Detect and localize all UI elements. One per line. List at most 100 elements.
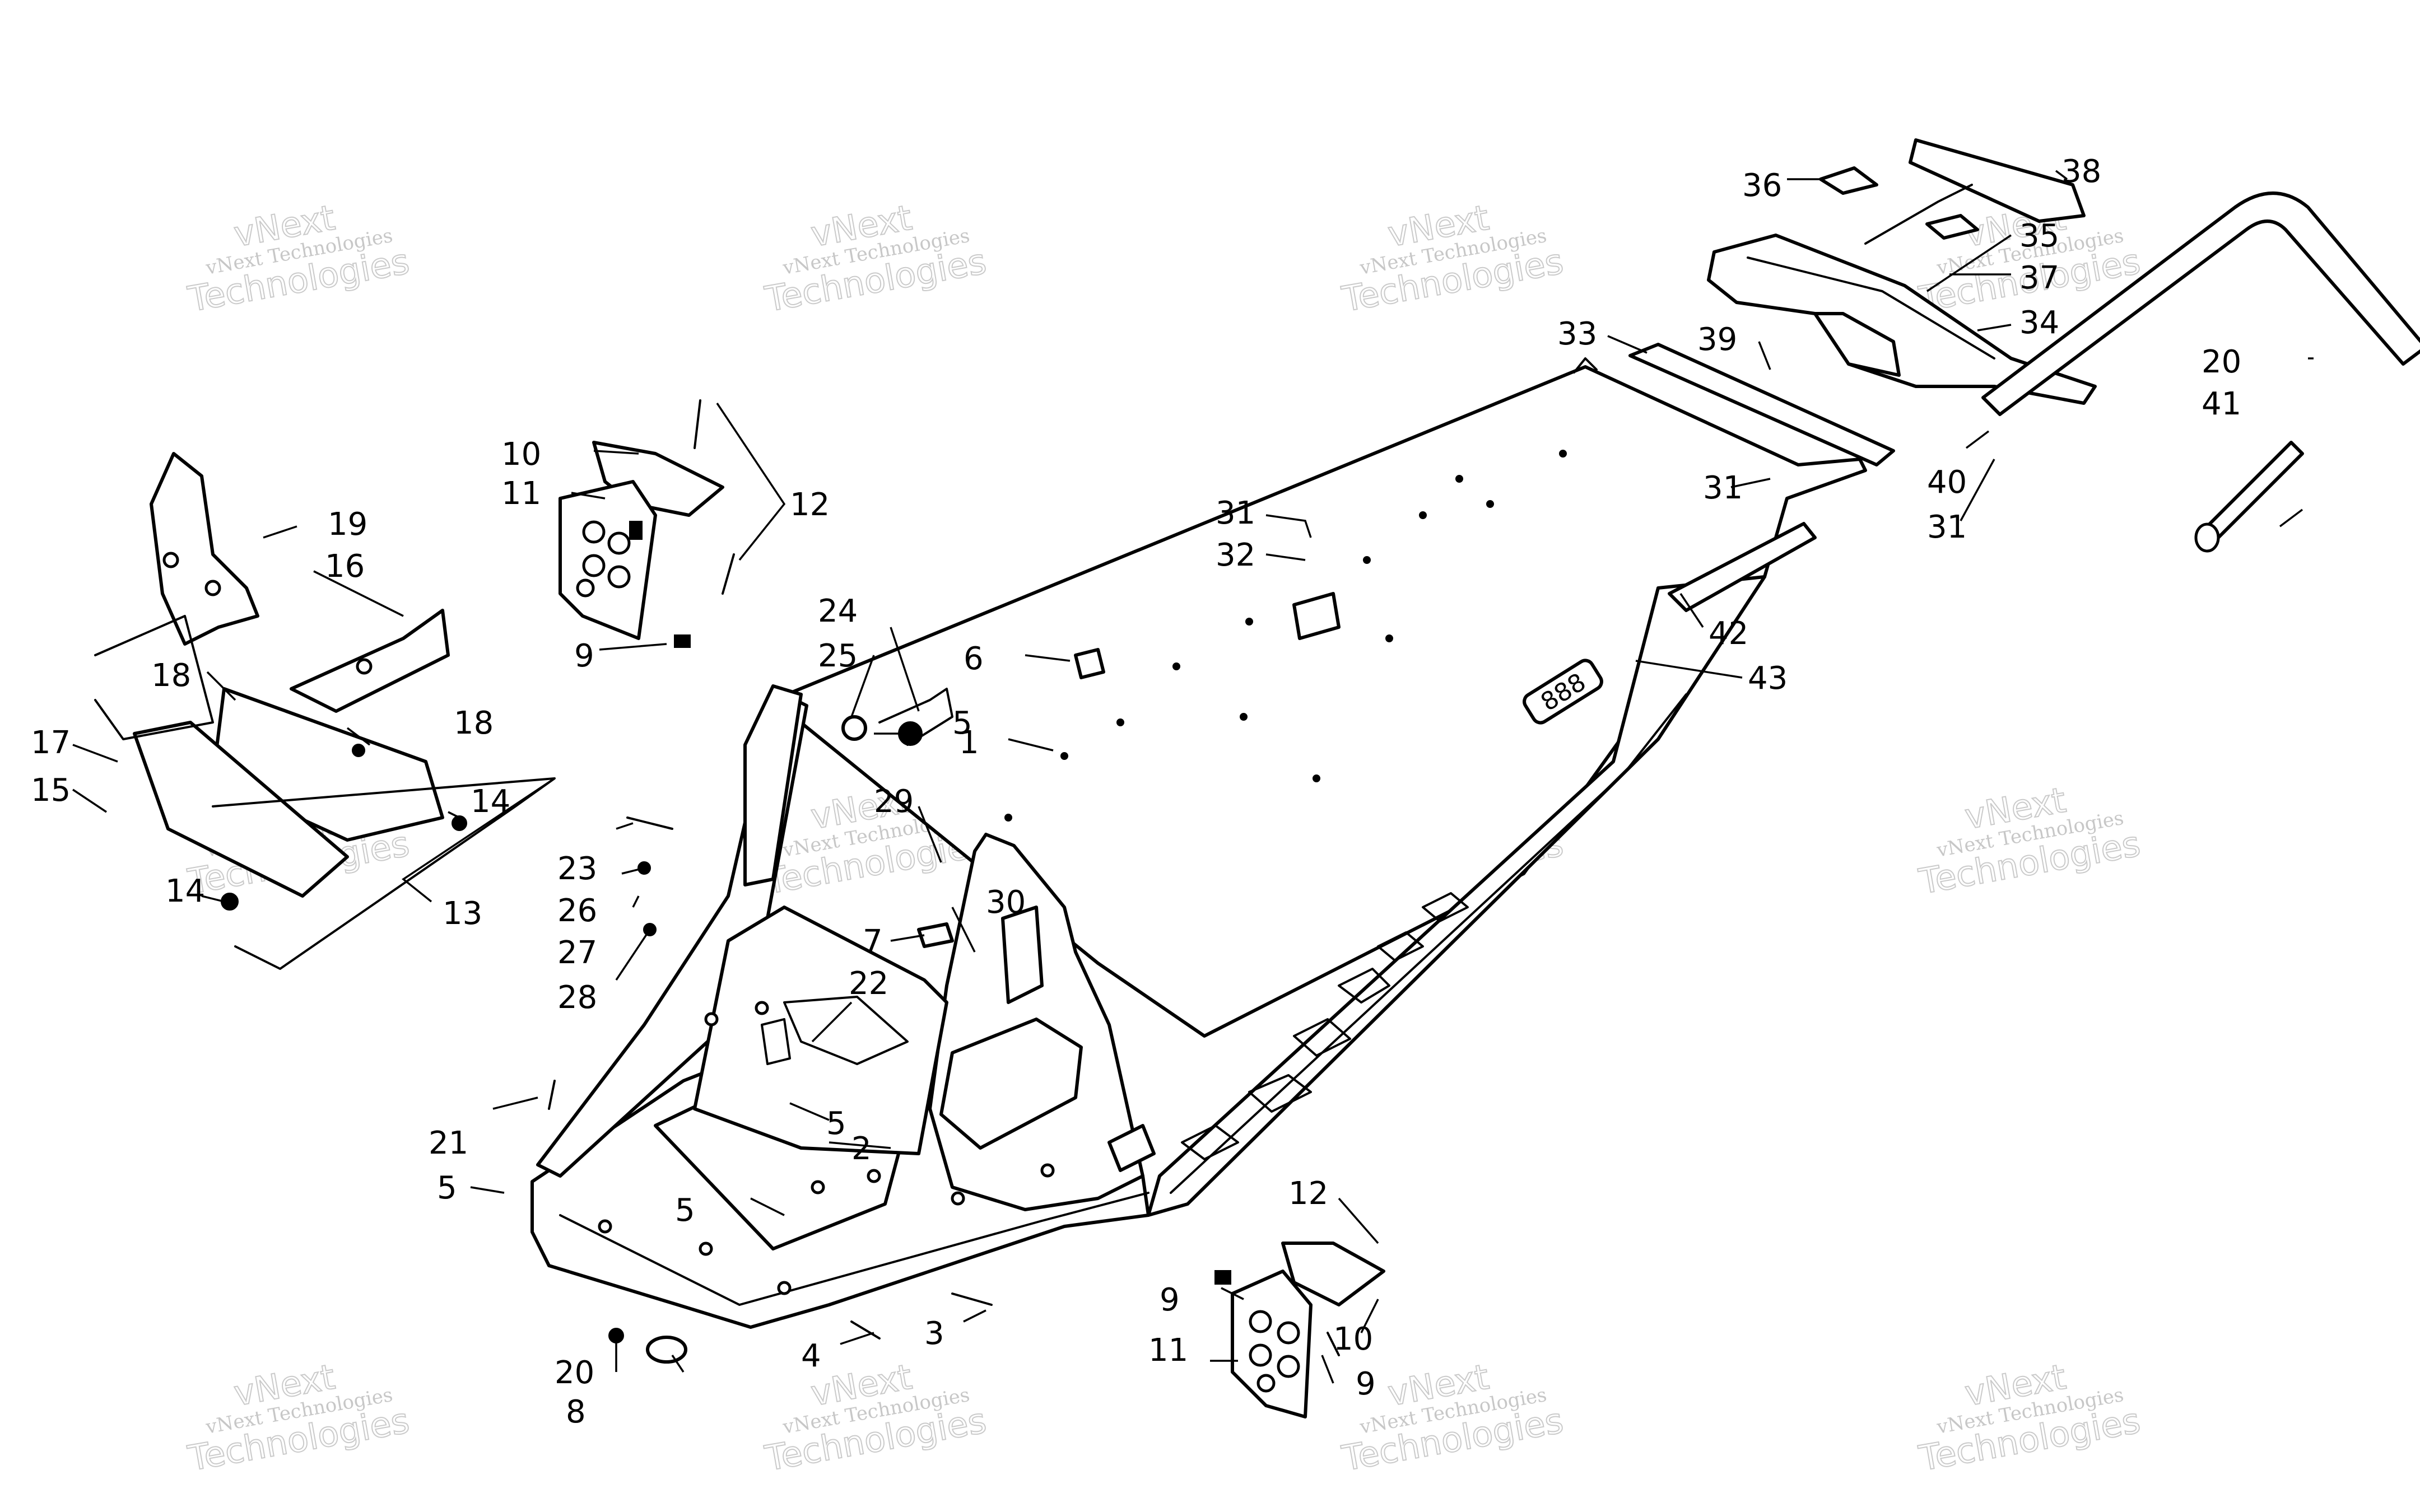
watermark: vNext Technologies vNext Technologies	[184, 197, 413, 320]
callout-5: 5	[952, 705, 972, 741]
watermark: vNext Technologies vNext Technologies	[1915, 1356, 2144, 1480]
panel-cutout	[783, 996, 909, 1065]
outline-13	[94, 615, 214, 740]
callout-1: 1	[959, 725, 979, 761]
tower-cutout	[1001, 906, 1044, 1004]
callout-11: 11	[501, 475, 541, 512]
panel-cutout-2	[761, 1018, 791, 1065]
callout-28: 28	[557, 979, 597, 1016]
watermark: vNext Technologies vNext Technologies	[1915, 779, 2144, 903]
tunnel-lower-edge	[1170, 693, 1687, 1194]
callout-17: 17	[31, 725, 71, 761]
callout-21: 21	[429, 1125, 468, 1161]
grab-handle	[1909, 138, 2086, 223]
callout-15: 15	[31, 772, 71, 809]
pad-32	[1292, 592, 1341, 640]
nut-14	[221, 893, 239, 911]
callout-33: 33	[1557, 316, 1597, 352]
bolt-12b	[722, 553, 735, 595]
callout-20: 20	[555, 1355, 594, 1391]
lower-heat-shield-group	[1214, 1242, 1385, 1418]
seat-stitch	[1747, 256, 1995, 360]
nut-18	[352, 744, 365, 757]
callout-19: 19	[328, 506, 367, 543]
bolt-3	[951, 1292, 993, 1306]
belly-pan-rail	[559, 1192, 1150, 1306]
callout-9: 9	[574, 638, 594, 674]
seat-cushion	[1813, 312, 1901, 377]
callout-9: 9	[1160, 1282, 1180, 1318]
chassis-tunnel: 888	[771, 357, 1867, 1217]
bracket-hole	[162, 552, 179, 568]
lower-shield-plate-11	[1231, 1270, 1313, 1418]
callout-5: 5	[826, 1105, 846, 1142]
callout-4: 4	[801, 1338, 821, 1374]
front-center-panel	[693, 906, 948, 1155]
callout-34: 34	[2019, 305, 2059, 341]
callout-43: 43	[1748, 660, 1788, 697]
callout-23: 23	[557, 851, 597, 887]
watermark: vNext Technologies vNext Technologies	[1338, 1356, 1567, 1480]
clip-9b	[674, 634, 691, 648]
callout-2: 2	[851, 1131, 872, 1167]
callout-31: 31	[1216, 495, 1255, 531]
outline-13b	[212, 777, 556, 970]
callout-36: 36	[1742, 167, 1782, 204]
callout-18: 18	[454, 705, 494, 741]
callout-42: 42	[1709, 615, 1748, 652]
callout-5: 5	[437, 1170, 457, 1206]
plug-8	[646, 1336, 687, 1364]
bolt-4	[850, 1320, 881, 1340]
bracket-upper-16	[150, 452, 259, 646]
callouts: 1 2 3 4 5 5 5 5 6 7 8 9 9 9 10 10 11 11 …	[31, 153, 2241, 1430]
callout-10: 10	[1333, 1321, 1373, 1357]
callout-31: 31	[1703, 470, 1743, 506]
bracket-base-14	[133, 721, 349, 898]
bolt-21	[548, 1080, 556, 1110]
seat-base-plate	[1628, 343, 1895, 466]
watermark: vNext Technologies vNext Technologies	[761, 1356, 990, 1480]
callout-31: 31	[1927, 509, 1967, 545]
bolt-23	[626, 816, 673, 830]
bracket-24	[878, 688, 953, 746]
decal-36	[1819, 166, 1878, 195]
bumper-end-cap	[2194, 522, 2220, 553]
bracket-hole	[204, 580, 221, 596]
bracket-hole	[356, 658, 373, 675]
clip-9	[629, 521, 643, 540]
decal-35	[1925, 214, 1979, 240]
bushing-24	[898, 721, 923, 746]
tunnel-side-wall	[1147, 575, 1766, 1217]
callout-20: 20	[2202, 344, 2241, 380]
grab-handle-stem	[1864, 184, 1973, 245]
lower-shield-plate-10	[1281, 1242, 1385, 1306]
callout-7: 7	[863, 923, 883, 960]
leader-lines	[72, 170, 2314, 1384]
watermark: vNext Technologies vNext Technologies	[184, 1356, 413, 1480]
callout-13: 13	[443, 895, 482, 932]
callout-41: 41	[2202, 386, 2241, 422]
callout-35: 35	[2019, 218, 2059, 254]
callout-10: 10	[501, 436, 541, 473]
side-slot	[1107, 1124, 1156, 1172]
left-steering-bracket-group	[94, 452, 556, 970]
callout-3: 3	[924, 1315, 944, 1352]
callout-37: 37	[2019, 260, 2059, 296]
callout-26: 26	[557, 893, 597, 929]
callout-12: 12	[790, 487, 830, 523]
lower-clip-9	[1214, 1270, 1231, 1285]
lower-shield-holes	[1249, 1310, 1300, 1393]
callout-12: 12	[1288, 1175, 1328, 1212]
callout-24: 24	[818, 593, 858, 629]
tunnel-front-tab	[1573, 357, 1598, 374]
callout-5: 5	[675, 1192, 695, 1229]
callout-14: 14	[165, 873, 205, 909]
spacer-25	[841, 715, 867, 741]
seat-backrest	[1707, 234, 2097, 405]
callout-38: 38	[2061, 153, 2101, 190]
callout-8: 8	[566, 1394, 586, 1430]
callout-39: 39	[1697, 321, 1737, 358]
callout-14: 14	[471, 783, 510, 820]
callout-9: 9	[1356, 1366, 1376, 1402]
nut-14b	[452, 815, 467, 831]
